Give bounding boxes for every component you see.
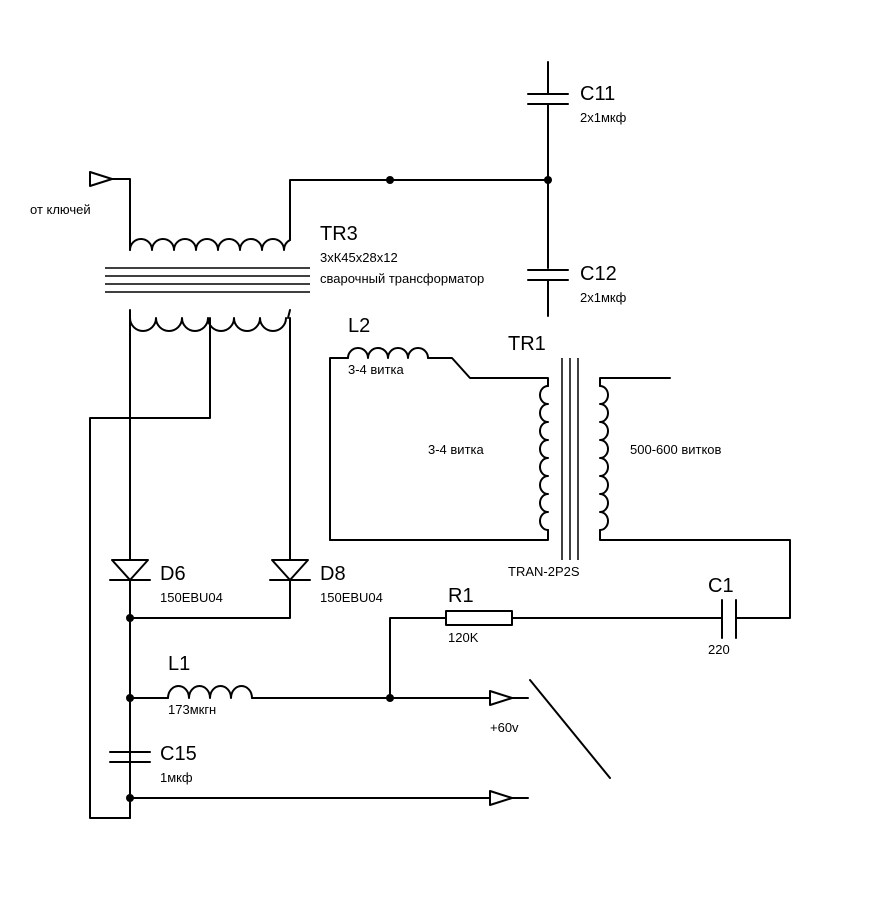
- d6-part: 150EBU04: [160, 590, 223, 605]
- c12-capacitor: [527, 269, 569, 317]
- d8-name: D8: [320, 563, 346, 585]
- switch-line: [529, 679, 611, 779]
- l1-name: L1: [168, 653, 190, 675]
- junction-dot: [386, 694, 394, 702]
- c11-capacitor: [527, 61, 569, 269]
- l1-inductor: [129, 685, 491, 699]
- input-label: от ключей: [30, 202, 91, 217]
- tr3-secondary-winding: [129, 317, 287, 332]
- c11-name: C11: [580, 83, 615, 105]
- out-label: +60v: [490, 720, 519, 735]
- junction-dot: [126, 694, 134, 702]
- tr1-primary-winding: [539, 385, 549, 531]
- tr3-primary-winding: [129, 238, 291, 251]
- d8-part: 150EBU04: [320, 590, 383, 605]
- tr1-name: TR1: [508, 333, 546, 355]
- output-terminal-positive: [489, 690, 529, 706]
- c11-value: 2х1мкф: [580, 110, 627, 125]
- c12-name: C12: [580, 263, 617, 285]
- d8-diode: [129, 317, 311, 619]
- tr3-core: 3хК45х28х12: [320, 250, 398, 265]
- tr3-description: сварочный трансформатор: [320, 271, 484, 286]
- r1-resistor: [389, 610, 723, 699]
- c15-capacitor: [109, 751, 151, 763]
- r1-name: R1: [448, 585, 474, 607]
- c15-value: 1мкф: [160, 770, 193, 785]
- tr1-part: TRAN-2P2S: [508, 564, 580, 579]
- junction-dot: [386, 176, 394, 184]
- c1-name: C1: [708, 575, 734, 597]
- junction-dot: [126, 614, 134, 622]
- output-terminal-negative: [489, 790, 529, 806]
- tr1-secondary-winding: [599, 385, 609, 531]
- junction-dot: [126, 794, 134, 802]
- tr3-name: TR3: [320, 223, 358, 245]
- d6-name: D6: [160, 563, 186, 585]
- center-tap-wire: [89, 317, 211, 819]
- l2-turns: 3-4 витка: [348, 362, 404, 377]
- l1-value: 173мкгн: [168, 702, 216, 717]
- input-terminal: [89, 171, 131, 251]
- c1-capacitor: [721, 599, 741, 639]
- c12-value: 2х1мкф: [580, 290, 627, 305]
- d6-diode: [109, 317, 151, 801]
- c15-name: C15: [160, 743, 197, 765]
- l2-inductor: [329, 347, 549, 541]
- tr1-transformer: [329, 358, 791, 619]
- tr1-primary-turns: 3-4 витка: [428, 442, 484, 457]
- l2-name: L2: [348, 315, 370, 337]
- tr3-transformer: [105, 179, 549, 332]
- tr1-secondary-turns: 500-600 витков: [630, 442, 722, 457]
- c1-value: 220: [708, 642, 730, 657]
- r1-value: 120K: [448, 630, 479, 645]
